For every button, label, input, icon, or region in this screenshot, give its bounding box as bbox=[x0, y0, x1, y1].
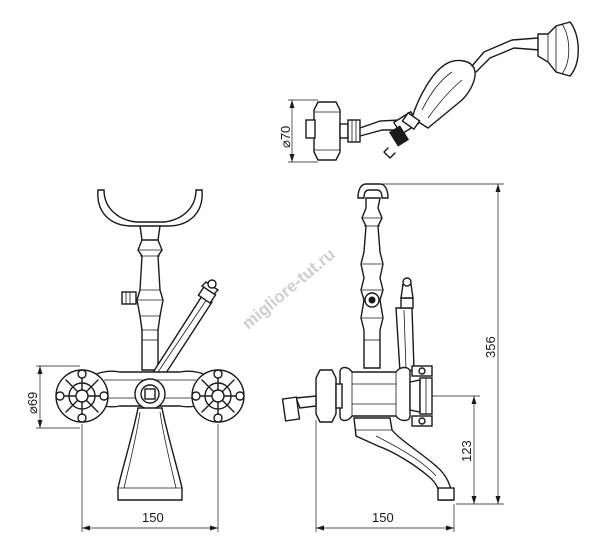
watermark: migliore-tut.ru bbox=[238, 244, 338, 333]
shower-hose bbox=[359, 119, 401, 129]
riser-column bbox=[136, 239, 164, 371]
shower-head bbox=[537, 21, 579, 77]
spout-tip bbox=[437, 487, 455, 501]
side-view bbox=[281, 183, 455, 501]
dimension-side-width: 150 bbox=[315, 420, 455, 532]
right-handle-side bbox=[409, 379, 421, 413]
left-eccentric bbox=[315, 369, 337, 423]
dimension-spout-height: 123 bbox=[432, 395, 480, 504]
holder-nut bbox=[347, 119, 361, 143]
shower-wall-holder bbox=[313, 101, 341, 161]
label-spout-height: 123 bbox=[459, 440, 474, 462]
label-side-width: 150 bbox=[372, 510, 394, 525]
label-body-diameter: ⌀69 bbox=[25, 392, 40, 414]
label-front-width: 150 bbox=[142, 510, 164, 525]
dimension-shower-diameter: ⌀70 bbox=[278, 99, 318, 163]
side-screw bbox=[121, 291, 137, 305]
left-cross-handle bbox=[55, 369, 109, 423]
hose-connector bbox=[388, 125, 410, 147]
label-total-height: 356 bbox=[483, 336, 498, 358]
spout-front bbox=[117, 407, 183, 501]
dimension-total-height: 356 bbox=[382, 183, 504, 505]
dimension-front-width: 150 bbox=[81, 424, 219, 532]
wall-connector bbox=[281, 396, 301, 422]
label-shower-diameter: ⌀70 bbox=[278, 126, 293, 148]
shower-cradle bbox=[97, 189, 203, 227]
hand-shower bbox=[305, 21, 579, 161]
shower-handle bbox=[411, 59, 476, 129]
holder-mount bbox=[305, 119, 316, 139]
right-cross-handle bbox=[191, 369, 245, 423]
dimension-body-diameter: ⌀69 bbox=[25, 365, 80, 429]
riser-side bbox=[360, 197, 384, 369]
front-view bbox=[55, 189, 245, 501]
mixer-body-side bbox=[339, 366, 411, 422]
